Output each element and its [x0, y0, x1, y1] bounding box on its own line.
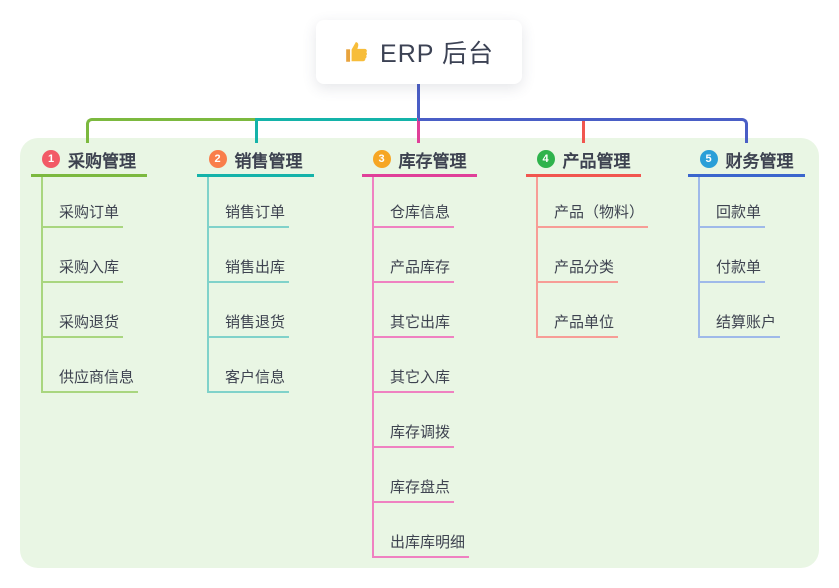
child-node-label: 产品（物料） — [554, 204, 645, 221]
child-node-label: 采购退货 — [59, 314, 120, 331]
child-node-4-2[interactable]: 产品分类 — [536, 255, 619, 283]
branch-connector-drop — [582, 118, 585, 143]
branch-node-1[interactable]: 1 采购管理 — [31, 144, 147, 177]
branch-connector-drop — [417, 118, 420, 143]
root-node-erp[interactable]: ERP 后台 — [316, 20, 522, 84]
branch-title-label: 财务管理 — [725, 151, 794, 171]
child-node-3-6[interactable]: 库存盘点 — [372, 475, 455, 503]
child-node-label: 回款单 — [716, 204, 762, 221]
thumbs-up-icon — [344, 39, 370, 65]
child-node-2-4[interactable]: 客户信息 — [207, 365, 290, 393]
child-node-5-2[interactable]: 付款单 — [698, 255, 766, 283]
child-node-3-4[interactable]: 其它入库 — [372, 365, 455, 393]
branch-connector-elbow-right — [418, 118, 748, 143]
branch-child-rail — [207, 177, 209, 393]
branch-node-2[interactable]: 2 销售管理 — [197, 144, 314, 177]
branch-connector-elbow-left — [86, 118, 256, 143]
branch-number-badge: 4 — [536, 150, 555, 168]
child-node-1-2[interactable]: 采购入库 — [41, 255, 124, 283]
child-node-label: 采购订单 — [59, 204, 120, 221]
branch-child-rail — [372, 177, 374, 558]
root-connector-stem — [417, 84, 420, 121]
child-node-label: 产品库存 — [390, 259, 451, 276]
child-node-4-1[interactable]: 产品（物料） — [536, 200, 649, 228]
child-node-3-1[interactable]: 仓库信息 — [372, 200, 455, 228]
branch-number-badge: 5 — [699, 150, 718, 168]
branch-connector-drop — [255, 118, 258, 143]
branch-title-label: 销售管理 — [234, 151, 303, 171]
branch-node-5[interactable]: 5 财务管理 — [688, 144, 805, 177]
child-node-label: 出库库明细 — [390, 534, 466, 551]
child-node-label: 库存调拨 — [390, 424, 451, 441]
branch-number-badge: 1 — [42, 150, 60, 168]
branch-title-label: 产品管理 — [562, 151, 631, 171]
child-node-1-4[interactable]: 供应商信息 — [41, 365, 139, 393]
branch-connector-bus — [256, 118, 420, 121]
branch-child-rail — [536, 177, 538, 338]
root-node-label: ERP 后台 — [380, 40, 494, 68]
branch-node-3[interactable]: 3 库存管理 — [362, 144, 477, 177]
child-node-label: 结算账户 — [716, 314, 777, 331]
child-node-1-1[interactable]: 采购订单 — [41, 200, 124, 228]
branch-number-badge: 3 — [372, 150, 391, 168]
branch-node-4[interactable]: 4 产品管理 — [526, 144, 641, 177]
child-node-3-2[interactable]: 产品库存 — [372, 255, 455, 283]
branch-child-rail — [41, 177, 43, 393]
child-node-2-1[interactable]: 销售订单 — [207, 200, 290, 228]
child-node-label: 库存盘点 — [390, 479, 451, 496]
child-node-3-3[interactable]: 其它出库 — [372, 310, 455, 338]
branch-number-badge: 2 — [208, 150, 227, 168]
child-node-label: 销售订单 — [225, 204, 286, 221]
child-node-label: 产品分类 — [554, 259, 615, 276]
child-node-3-7[interactable]: 出库库明细 — [372, 530, 470, 558]
branch-title-label: 采购管理 — [68, 151, 136, 171]
child-node-label: 销售退货 — [225, 314, 286, 331]
child-node-label: 客户信息 — [225, 369, 286, 386]
child-node-label: 销售出库 — [225, 259, 286, 276]
child-node-2-3[interactable]: 销售退货 — [207, 310, 290, 338]
branches-panel — [20, 138, 819, 568]
child-node-label: 其它入库 — [390, 369, 451, 386]
child-node-label: 供应商信息 — [59, 369, 135, 386]
child-node-label: 仓库信息 — [390, 204, 451, 221]
branch-title-label: 库存管理 — [398, 151, 467, 171]
child-node-label: 采购入库 — [59, 259, 120, 276]
child-node-5-1[interactable]: 回款单 — [698, 200, 766, 228]
child-node-4-3[interactable]: 产品单位 — [536, 310, 619, 338]
child-node-1-3[interactable]: 采购退货 — [41, 310, 124, 338]
child-node-2-2[interactable]: 销售出库 — [207, 255, 290, 283]
child-node-label: 其它出库 — [390, 314, 451, 331]
branch-child-rail — [698, 177, 700, 338]
child-node-5-3[interactable]: 结算账户 — [698, 310, 781, 338]
child-node-label: 付款单 — [716, 259, 762, 276]
child-node-3-5[interactable]: 库存调拨 — [372, 420, 455, 448]
child-node-label: 产品单位 — [554, 314, 615, 331]
